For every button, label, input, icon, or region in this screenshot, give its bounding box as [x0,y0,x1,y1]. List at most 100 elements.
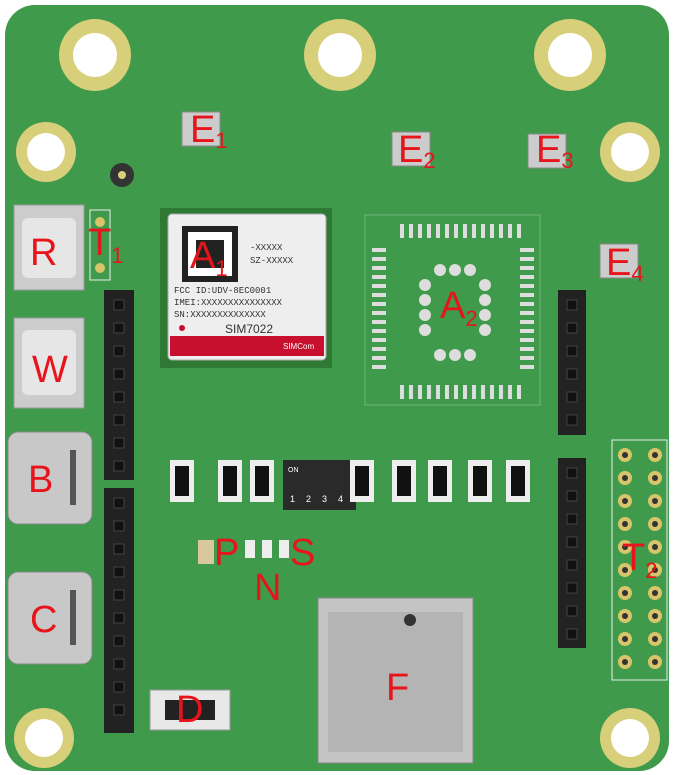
header-pin [113,543,125,555]
header-pin [113,437,125,449]
t2-pin-hole [652,475,658,481]
t2-pin-hole [622,659,628,665]
reset-button[interactable] [13,204,85,291]
a2-pad [436,385,440,399]
label-p: P [214,532,239,574]
jumper-cap [175,466,189,496]
header-pin [566,536,578,548]
header-pin [566,467,578,479]
sim-card-slot [317,597,474,764]
header-pin [566,391,578,403]
a2-pad [499,224,503,238]
t2-pin-hole [652,521,658,527]
header-pin [566,299,578,311]
header-pin [566,559,578,571]
a2-pad [520,302,534,306]
a2-pad [372,329,386,333]
module-brand: SIMCom [283,342,314,351]
pin-headers [104,290,668,733]
t2-pin-hole [652,567,658,573]
a2-pad [517,224,521,238]
a2-pad [418,385,422,399]
header-pin [566,628,578,640]
a2-ball [419,309,431,321]
header-pin [113,299,125,311]
a2-ball [434,264,446,276]
dip-on-label: ON [288,467,299,474]
a2-pad [418,224,422,238]
t2-pin-hole [652,452,658,458]
header-pin [566,582,578,594]
a2-ball [419,324,431,336]
a2-pad [520,266,534,270]
a2-ball [434,349,446,361]
jumper-cap [355,466,369,496]
leds [198,540,289,564]
label-e2: E2 [398,129,436,173]
label-a1: A1 [190,235,228,281]
a2-pad [520,275,534,279]
a2-pad [520,293,534,297]
a2-pad [517,385,521,399]
header-pin [113,460,125,472]
dip-position-1: 1 [290,494,295,504]
a2-ball [449,349,461,361]
a2-pad [445,224,449,238]
a2-pad [409,224,413,238]
a2-pad [445,385,449,399]
header-pin [113,520,125,532]
label-r: R [30,232,57,274]
a2-pad [508,385,512,399]
t2-pin-hole [622,567,628,573]
a2-pad [400,224,404,238]
a2-pad [436,224,440,238]
a2-pad [472,224,476,238]
t2-pin-hole [622,613,628,619]
a2-pad [520,284,534,288]
t2-pin-hole [652,590,658,596]
dip-switch[interactable]: ON 1 2 3 4 [283,460,356,510]
t2-pin-hole [622,498,628,504]
a2-pad [372,293,386,297]
header-pin [113,414,125,426]
a2-pad [520,356,534,360]
a2-ball [479,309,491,321]
a2-pad [454,385,458,399]
mounting-holes [14,19,660,768]
t2-pin-hole [652,659,658,665]
header-pin [113,589,125,601]
module-xxx: -XXXXX [250,243,283,253]
header-pin [113,566,125,578]
a2-pad [427,224,431,238]
module-sz: SZ-XXXXX [250,256,294,266]
module-imei: IMEI:XXXXXXXXXXXXXXX [174,298,283,308]
jumper-cap [223,466,237,496]
a2-ball [479,324,491,336]
header-pin [113,658,125,670]
a2-pad [409,385,413,399]
wake-button[interactable] [13,317,85,409]
header-pin [113,612,125,624]
t2-pin-hole [622,544,628,550]
a2-pad [490,385,494,399]
jumper-cap [433,466,447,496]
header-pin [113,345,125,357]
a2-pad [520,329,534,333]
jumper-cap [473,466,487,496]
a2-pad [454,224,458,238]
a2-pad [372,311,386,315]
a2-ball [449,264,461,276]
module-sn: SN:XXXXXXXXXXXXXX [174,310,266,320]
a2-pad [372,356,386,360]
slide-switch[interactable] [149,689,231,731]
module-model: SIM7022 [225,322,273,336]
header-pin [566,605,578,617]
a2-pad [520,338,534,342]
a2-ball [419,294,431,306]
label-e4: E4 [606,242,644,286]
a2-pad [372,257,386,261]
label-f: F [386,667,409,709]
antenna-connectors [181,111,639,279]
t2-pin-hole [622,475,628,481]
